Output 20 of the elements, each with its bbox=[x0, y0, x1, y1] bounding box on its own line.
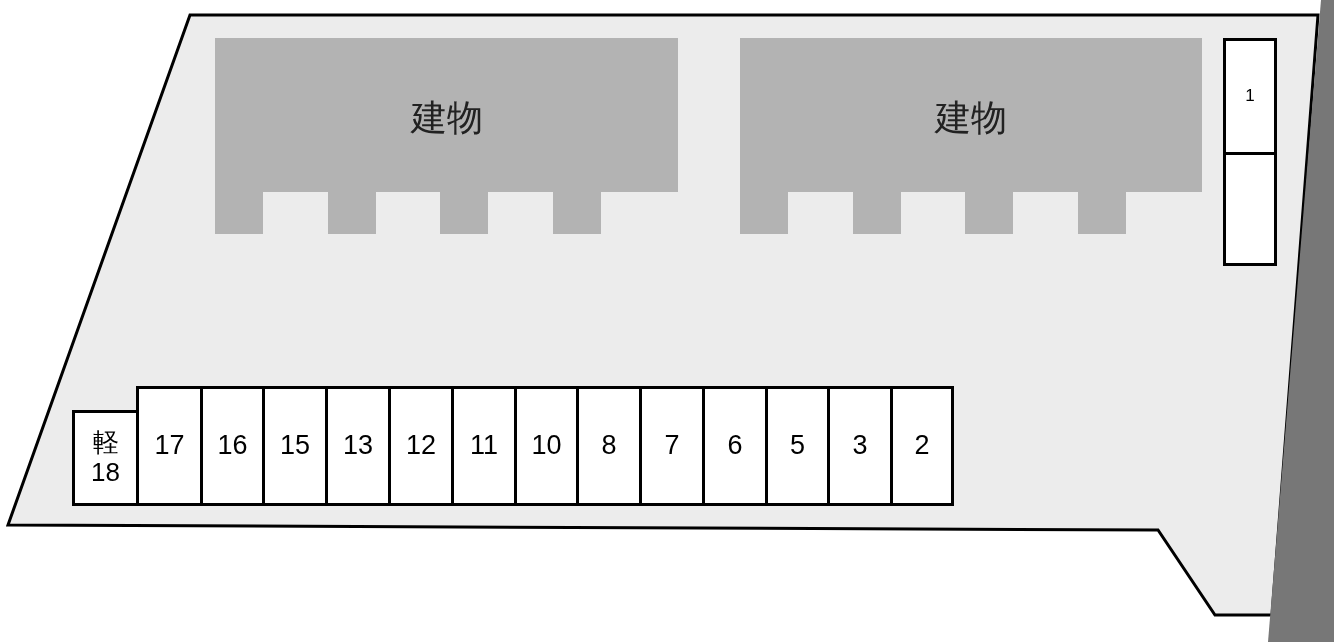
parking-space: 1 bbox=[1223, 38, 1277, 155]
parking-space: 7 bbox=[639, 386, 705, 506]
parking-space: 8 bbox=[576, 386, 642, 506]
parking-space: 12 bbox=[388, 386, 454, 506]
building-block bbox=[215, 38, 678, 234]
parking-space: 軽 18 bbox=[72, 410, 139, 506]
parking-space: 11 bbox=[451, 386, 517, 506]
parking-space: 6 bbox=[702, 386, 768, 506]
parking-space: 5 bbox=[765, 386, 830, 506]
parking-space: 13 bbox=[325, 386, 391, 506]
parking-space: 16 bbox=[200, 386, 265, 506]
building-label: 建物 bbox=[410, 96, 483, 140]
parking-space: 3 bbox=[827, 386, 893, 506]
building-block bbox=[740, 38, 1202, 234]
building-label: 建物 bbox=[935, 96, 1007, 140]
parking-space: 10 bbox=[514, 386, 579, 506]
parking-space bbox=[1223, 152, 1277, 266]
parking-space: 2 bbox=[890, 386, 954, 506]
parking-space: 15 bbox=[262, 386, 328, 506]
parking-space: 17 bbox=[136, 386, 203, 506]
